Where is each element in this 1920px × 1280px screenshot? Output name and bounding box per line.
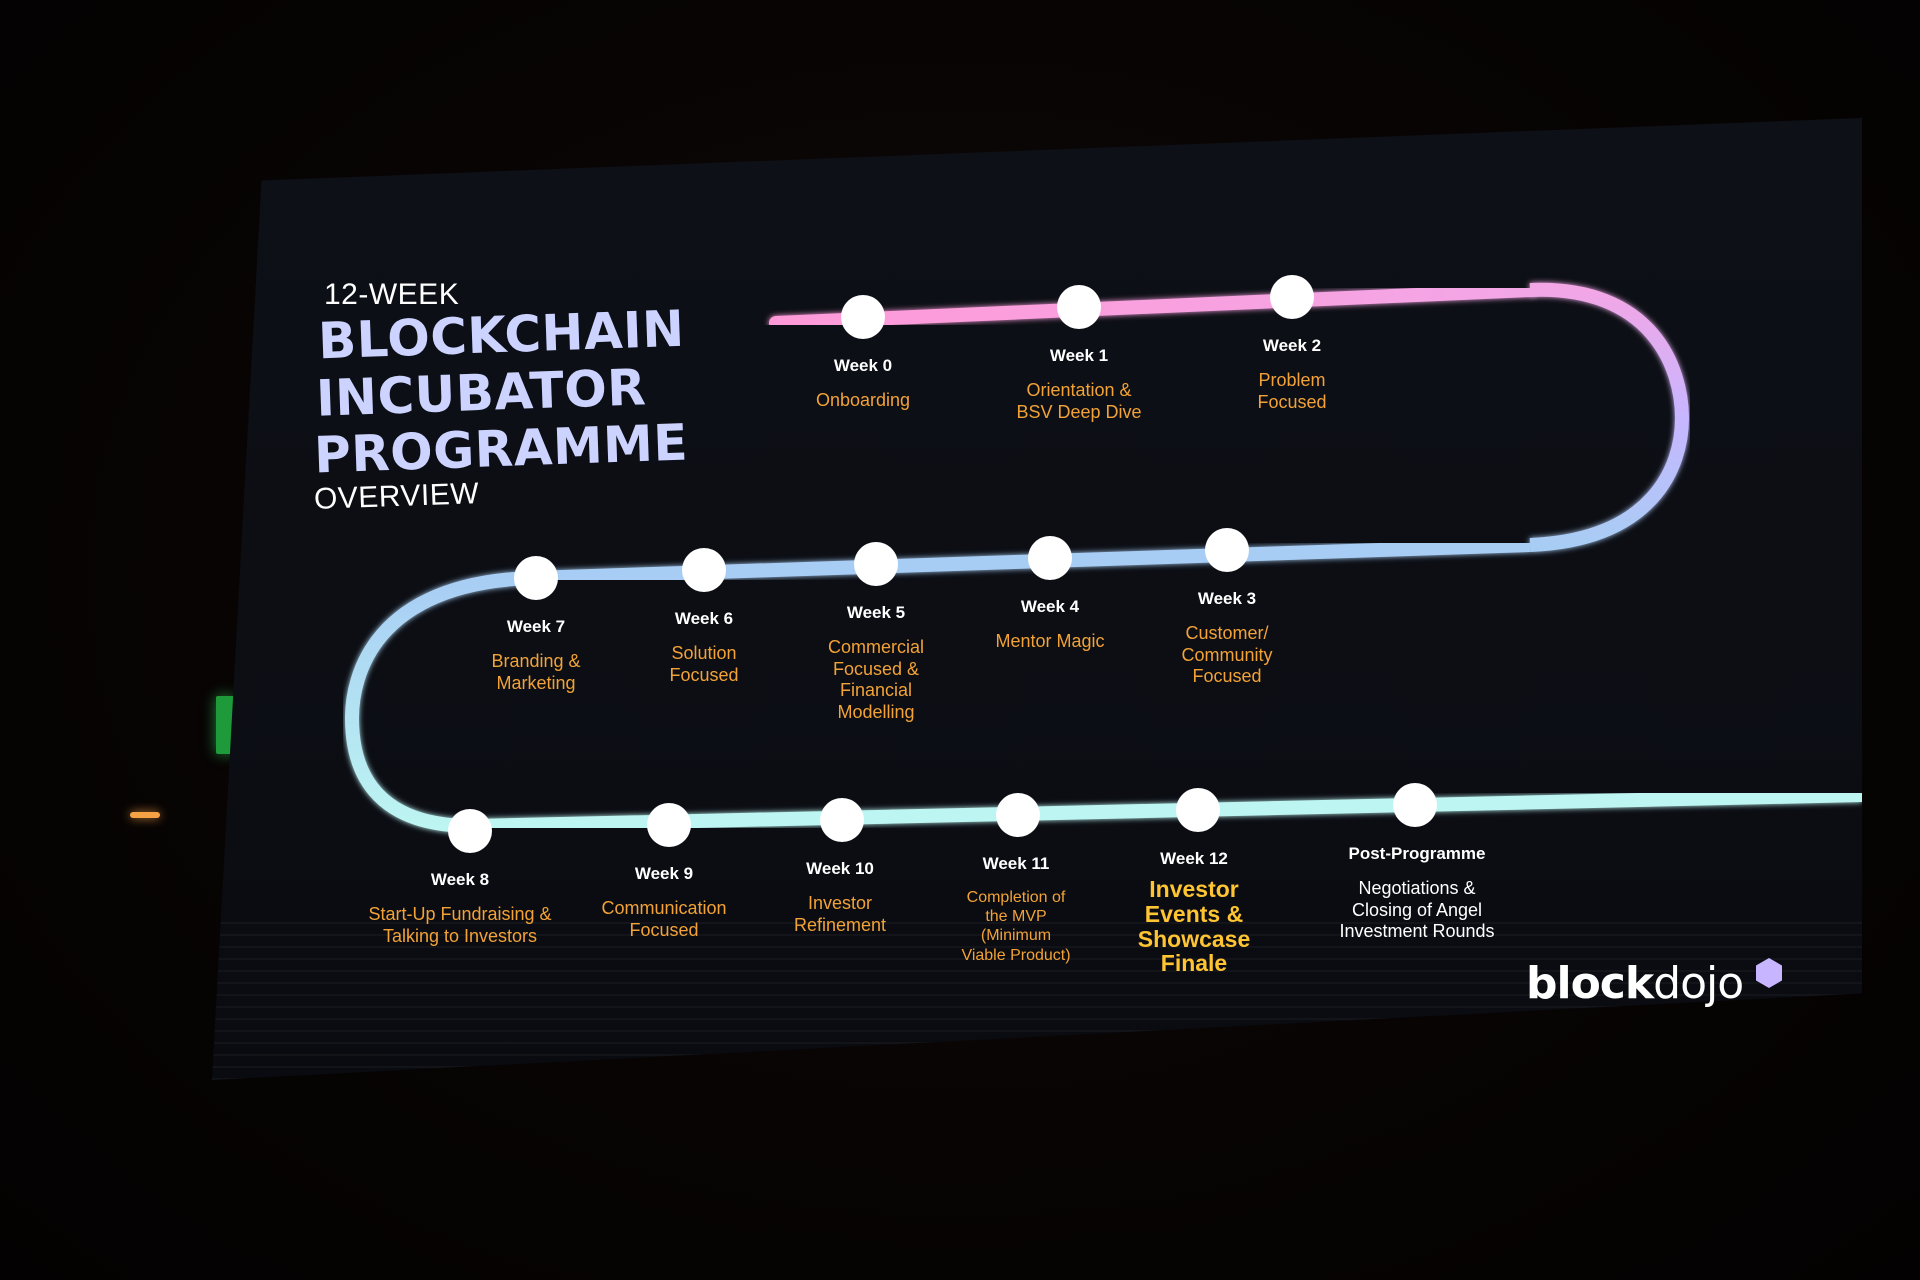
title-subheading: 12-WEEK: [324, 278, 460, 311]
milestone-dot-week-0: [841, 295, 885, 339]
milestone-dot-post-programme: [1393, 783, 1437, 827]
blockdojo-logo: blockdojo: [1526, 958, 1744, 1009]
milestone-week-label: Week 8: [430, 870, 490, 889]
title-footer: OVERVIEW: [313, 477, 480, 516]
logo-text-block: block: [1526, 958, 1654, 1009]
milestone-description: Communication Focused: [601, 898, 727, 940]
milestone-dot-week-1: [1057, 285, 1101, 329]
milestone-week-label: Week 10: [806, 859, 874, 878]
milestone-description: Solution Focused: [669, 643, 739, 685]
milestone-week-label: Post-Programme: [1348, 844, 1486, 863]
title-line-1: BLOCKCHAIN: [317, 299, 686, 371]
milestone-dot-week-8: [448, 809, 492, 853]
milestone-week-2: Week 2 Problem Focused: [1162, 336, 1422, 413]
milestone-dot-week-6: [682, 548, 726, 592]
milestone-week-1: Week 1 Orientation & BSV Deep Dive: [949, 346, 1209, 423]
milestone-description-highlight: Investor Events & Showcase Finale: [1137, 876, 1251, 977]
milestone-description: Commercial Focused & Financial Modelling: [827, 637, 924, 722]
milestone-description: Orientation & BSV Deep Dive: [1016, 380, 1142, 422]
milestone-week-10: Week 10 Investor Refinement: [710, 859, 970, 936]
milestone-dot-week-12: [1176, 788, 1220, 832]
milestone-week-label: Week 3: [1197, 589, 1257, 608]
milestone-description: Completion of the MVP (Minimum Viable Pr…: [961, 889, 1071, 964]
milestone-description: Investor Refinement: [793, 893, 887, 935]
milestone-week-label: Week 12: [1160, 849, 1228, 868]
milestone-description: Mentor Magic: [995, 631, 1105, 651]
milestone-post-programme: Post-Programme Negotiations & Closing of…: [1267, 844, 1567, 943]
milestone-week-label: Week 5: [846, 603, 906, 622]
milestone-week-9: Week 9 Communication Focused: [534, 864, 794, 941]
milestone-dot-week-5: [854, 542, 898, 586]
milestone-description: Customer/ Community Focused: [1181, 623, 1273, 687]
track-right-curve: [1529, 282, 1690, 552]
milestone-description: Onboarding: [815, 390, 911, 410]
track-bottom-segment: [471, 788, 1862, 833]
title-line-3: PROGRAMME: [313, 413, 689, 485]
milestone-week-11: Week 11 Completion of the MVP (Minimum V…: [886, 854, 1146, 965]
side-lamp: [130, 812, 160, 818]
milestone-week-6: Week 6 Solution Focused: [574, 609, 834, 686]
track-left-curve: [344, 571, 533, 833]
milestone-dot-week-4: [1028, 536, 1072, 580]
milestone-week-4: Week 4 Mentor Magic: [920, 597, 1180, 653]
title-line-2: INCUBATOR: [315, 358, 648, 428]
milestone-dot-week-2: [1270, 275, 1314, 319]
milestone-description: Start-Up Fundraising & Talking to Invest…: [368, 904, 552, 946]
milestone-week-label: Week 1: [1049, 346, 1109, 365]
milestone-week-8: Week 8 Start-Up Fundraising & Talking to…: [330, 870, 590, 947]
milestone-description: Branding & Marketing: [491, 651, 581, 693]
milestone-dot-week-9: [647, 803, 691, 847]
milestone-week-label: Week 2: [1262, 336, 1322, 355]
milestone-week-label: Week 9: [634, 864, 694, 883]
projection-screen: [212, 118, 1862, 1080]
timeline-track: [344, 275, 1862, 853]
milestone-dot-week-10: [820, 798, 864, 842]
milestone-week-0: Week 0 Onboarding: [733, 356, 993, 412]
milestone-week-label: Week 0: [833, 356, 893, 375]
milestone-dot-week-3: [1205, 528, 1249, 572]
slide: 12-WEEK BLOCKCHAIN INCUBATOR PROGRAMME O…: [212, 118, 1862, 1080]
hexagon-logo-icon: [1756, 958, 1782, 988]
milestone-description: Problem Focused: [1257, 370, 1327, 412]
milestone-week-7: Week 7 Branding & Marketing: [406, 617, 666, 694]
milestone-dot-week-7: [514, 556, 558, 600]
milestone-week-3: Week 3 Customer/ Community Focused: [1097, 589, 1357, 688]
milestone-week-label: Week 11: [982, 854, 1050, 873]
milestone-week-5: Week 5 Commercial Focused & Financial Mo…: [746, 603, 1006, 723]
milestone-week-label: Week 4: [1020, 597, 1080, 616]
logo-text-dojo: dojo: [1653, 958, 1744, 1009]
exit-sign: [216, 696, 234, 754]
milestone-dot-week-11: [996, 793, 1040, 837]
milestone-week-label: Week 6: [674, 609, 734, 628]
milestone-week-label: Week 7: [506, 617, 566, 636]
track-top-segment: [769, 283, 1537, 330]
milestone-description: Negotiations & Closing of Angel Investme…: [1339, 878, 1495, 942]
milestone-week-12: Week 12 Investor Events & Showcase Final…: [1064, 849, 1324, 976]
